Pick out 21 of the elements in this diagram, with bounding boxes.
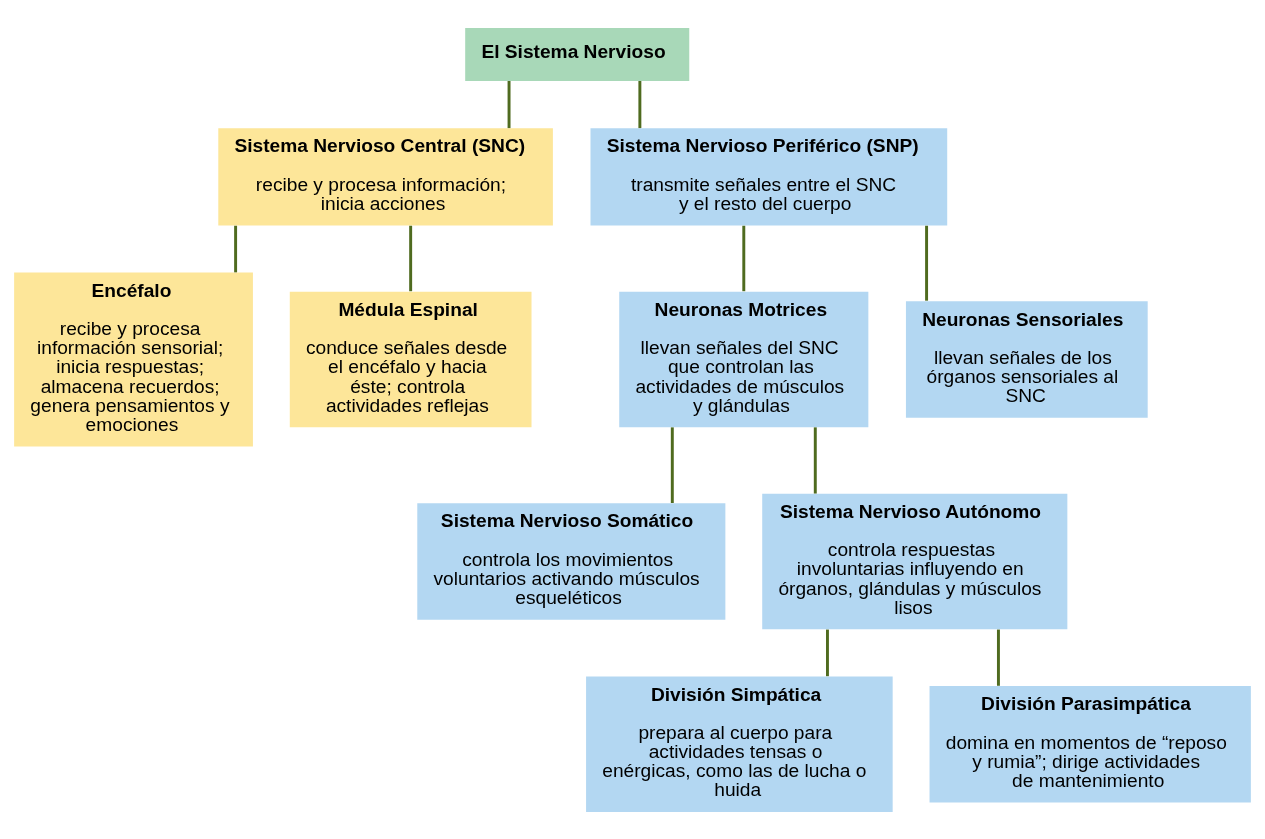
node-box: Médula Espinal conduce señales desde el encéfalo y hacia éste; controla actividades reflejas [289, 291, 532, 427]
connector [409, 225, 413, 291]
node-box: Sistema Nervioso Autónomo controla respuestas involuntarias influyendo en órganos, glándulas y músculos lisos [762, 493, 1068, 629]
connector [825, 629, 829, 676]
node-box: Neuronas Motrices llevan señales del SNC que controlan las actividades de músculos y glándulas [619, 291, 869, 427]
node-box: Neuronas Sensoriales llevan señales de los órganos sensoriales al SNC [905, 300, 1148, 418]
connector [234, 225, 238, 272]
node-box: División Parasimpática domina en momentos de “reposo y rumia”; dirige actividades de mantenimiento [929, 685, 1251, 802]
connector [925, 225, 929, 301]
connector [670, 426, 674, 503]
connector [996, 629, 1000, 686]
node-box: División Simpática prepara al cuerpo para actividades tensas o enérgicas, como las de lucha o huida [586, 676, 893, 812]
connector [742, 225, 746, 291]
node-box: Sistema Nervioso Somático controla los movimientos voluntarios activando músculos esqueléticos [417, 502, 726, 620]
node-box: Sistema Nervioso Central (SNC) recibe y procesa información; inicia acciones [218, 127, 553, 225]
connector [507, 80, 511, 128]
connector [813, 426, 817, 494]
connector [638, 80, 642, 128]
node-box: Sistema Nervioso Periférico (SNP) transmite señales entre el SNC y el resto del cuerpo [590, 127, 948, 225]
node-box: Encéfalo recibe y procesa información sensorial; inicia respuestas; almacena recuerdos; genera pensamientos y emociones [14, 272, 253, 447]
node-box: El Sistema Nervioso [465, 27, 690, 81]
